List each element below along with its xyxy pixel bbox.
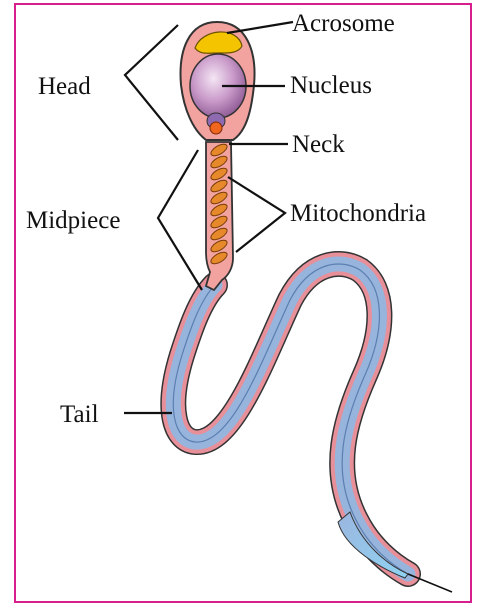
label-mitochondria: Mitochondria <box>290 200 426 227</box>
tail <box>173 264 452 592</box>
label-head: Head <box>38 73 91 100</box>
mitochondria-leader <box>228 177 285 252</box>
head <box>181 22 255 140</box>
label-acrosome: Acrosome <box>292 10 395 37</box>
label-neck: Neck <box>292 131 345 158</box>
label-nucleus: Nucleus <box>290 72 372 99</box>
head-bracket <box>125 25 178 140</box>
label-midpiece: Midpiece <box>26 207 120 234</box>
midpiece <box>206 142 233 290</box>
midpiece-bracket <box>158 150 202 290</box>
neck-dot <box>210 122 222 134</box>
label-tail: Tail <box>60 401 99 428</box>
